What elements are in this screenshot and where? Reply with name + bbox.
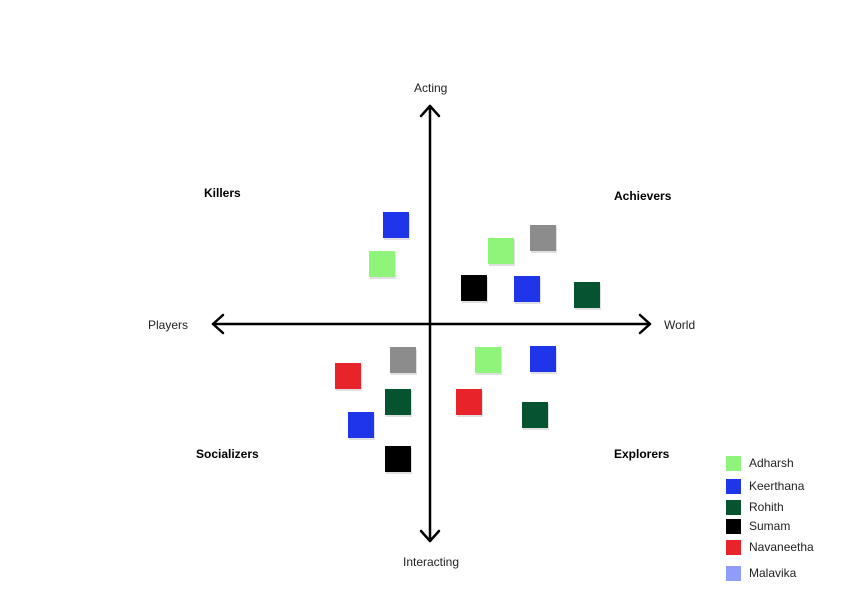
legend-label: Malavika bbox=[749, 566, 797, 580]
sticky-note[interactable] bbox=[383, 212, 409, 238]
quadrant-label-achievers: Achievers bbox=[614, 189, 672, 203]
sticky-note[interactable] bbox=[348, 412, 374, 438]
axis-label-acting: Acting bbox=[414, 81, 448, 95]
sticky-note[interactable] bbox=[456, 389, 482, 415]
legend-swatch bbox=[726, 455, 741, 471]
arrow-up-icon bbox=[419, 104, 441, 118]
sticky-note[interactable] bbox=[385, 446, 411, 472]
axis-label-interacting: Interacting bbox=[403, 555, 460, 569]
legend-item: Adharsh bbox=[726, 454, 794, 472]
legend-label: Adharsh bbox=[749, 456, 794, 470]
axis-label-world: World bbox=[664, 318, 696, 332]
legend-item: Keerthana bbox=[726, 477, 804, 495]
legend-label: Keerthana bbox=[749, 479, 805, 493]
sticky-note[interactable] bbox=[390, 347, 416, 373]
sticky-note[interactable] bbox=[369, 251, 395, 277]
quadrant-label-killers: Killers bbox=[204, 186, 241, 200]
legend-label: Navaneetha bbox=[749, 540, 814, 554]
legend-item: Sumam bbox=[726, 517, 790, 535]
arrow-right-icon bbox=[638, 313, 652, 335]
quadrant-label-explorers: Explorers bbox=[614, 447, 670, 461]
legend-label: Rohith bbox=[749, 500, 784, 514]
legend-item: Navaneetha bbox=[726, 538, 814, 556]
legend-label: Sumam bbox=[749, 519, 791, 533]
sticky-note[interactable] bbox=[530, 225, 556, 251]
markers bbox=[335, 212, 601, 474]
axis-label-players: Players bbox=[148, 318, 189, 332]
legend-swatch bbox=[726, 539, 741, 555]
legend-item: Rohith bbox=[726, 498, 784, 516]
sticky-note[interactable] bbox=[335, 363, 361, 389]
axes bbox=[211, 104, 652, 543]
sticky-note[interactable] bbox=[514, 276, 540, 302]
sticky-note[interactable] bbox=[488, 238, 514, 264]
quadrant-label-socializers: Socializers bbox=[196, 447, 259, 461]
legend-swatch bbox=[726, 565, 741, 581]
arrow-down-icon bbox=[419, 529, 441, 543]
sticky-note[interactable] bbox=[385, 389, 411, 415]
sticky-note[interactable] bbox=[530, 346, 556, 372]
sticky-note[interactable] bbox=[522, 402, 548, 428]
legend-swatch bbox=[726, 499, 741, 515]
sticky-note[interactable] bbox=[574, 282, 600, 308]
legend-swatch bbox=[726, 518, 741, 534]
legend-swatch bbox=[726, 478, 741, 494]
legend-item: Malavika bbox=[726, 564, 796, 582]
arrow-left-icon bbox=[211, 313, 225, 335]
sticky-note[interactable] bbox=[475, 347, 501, 373]
sticky-note[interactable] bbox=[461, 275, 487, 301]
